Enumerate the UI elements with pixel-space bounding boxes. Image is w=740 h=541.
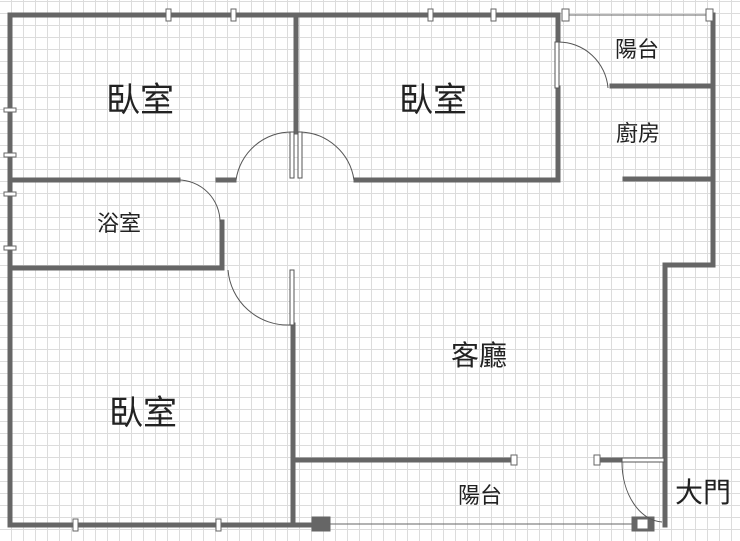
- window-marker: [3, 191, 17, 197]
- room-label-bathroom: 浴室: [96, 212, 142, 237]
- room-label-bedroom: 臥室: [399, 80, 467, 121]
- window-marker: [561, 8, 570, 22]
- window-marker: [215, 518, 222, 532]
- walls: [7, 12, 716, 528]
- window-marker: [311, 516, 331, 532]
- room-label-bedroom: 臥室: [109, 393, 177, 434]
- window-marker: [3, 107, 17, 113]
- window-marker: [490, 8, 497, 22]
- door-swing: [557, 41, 609, 89]
- door-swing: [227, 269, 291, 326]
- door-swing: [177, 179, 221, 223]
- window-marker: [230, 8, 237, 22]
- door-swing: [299, 131, 355, 181]
- window-marker: [165, 8, 172, 22]
- door-swing: [235, 131, 293, 181]
- room-label-kitchen: 廚房: [615, 122, 661, 147]
- door-swing: [621, 461, 663, 523]
- room-label-balcony: 陽台: [457, 484, 503, 509]
- window-marker: [72, 518, 79, 532]
- doors: [177, 41, 665, 523]
- room-label-bedroom: 臥室: [106, 80, 174, 121]
- window-marker: [3, 245, 17, 251]
- windows: [3, 8, 714, 532]
- room-label-balcony: 陽台: [614, 38, 660, 63]
- room-label-living-room: 客廳: [450, 339, 508, 372]
- window-marker: [3, 152, 17, 158]
- window-marker: [705, 8, 714, 22]
- window-marker: [427, 8, 434, 22]
- label-main-door: 大門: [674, 476, 732, 509]
